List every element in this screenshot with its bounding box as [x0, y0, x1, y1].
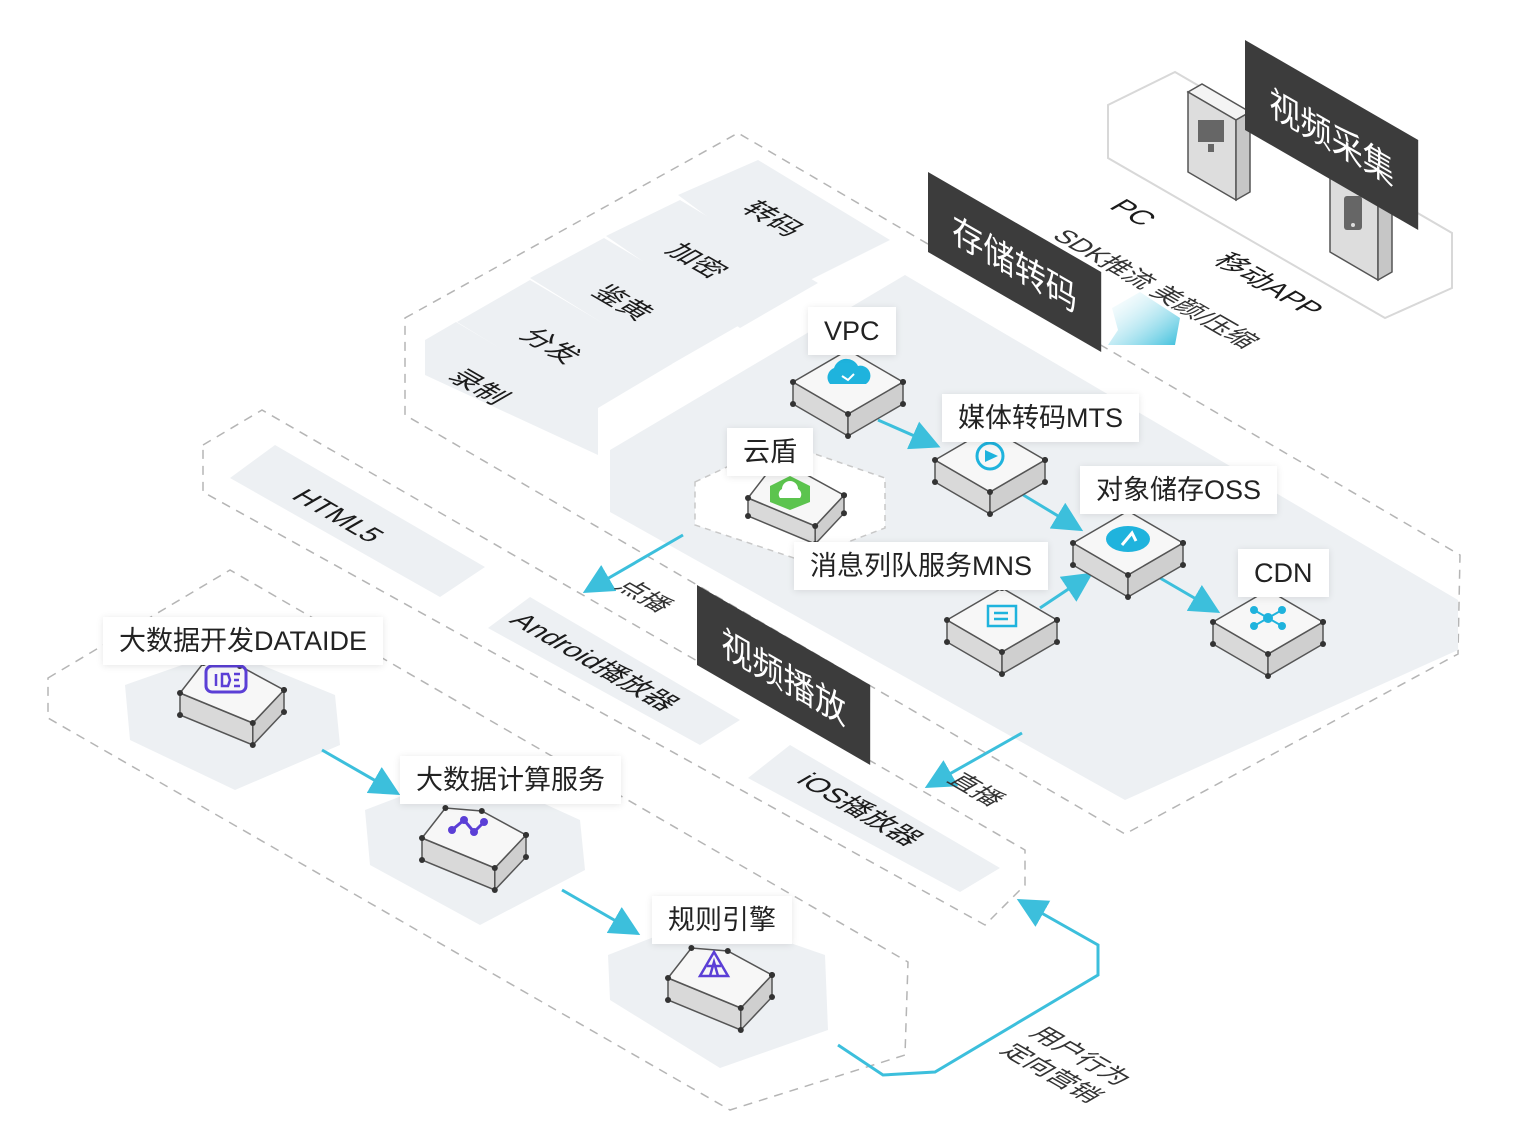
player-tile-html5 — [230, 445, 485, 597]
live-arrow — [924, 731, 1023, 788]
ide-icon — [204, 664, 248, 694]
sdk-push-arrow — [1108, 292, 1180, 345]
storage-cloud-icon — [1106, 526, 1150, 552]
cdn-node-label: CDN — [1238, 549, 1329, 598]
feature-tile-porn — [530, 238, 745, 365]
oss-to-cdn-arrow — [1159, 576, 1221, 614]
transcode-icon — [975, 441, 1005, 471]
player-tile-android — [488, 597, 740, 745]
rules-cube — [665, 945, 775, 1033]
player-tile-ios — [748, 745, 1000, 892]
dataide-node-label: 大数据开发DATAIDE — [103, 617, 384, 666]
compute-to-rules-arrow — [561, 888, 641, 935]
shield-node-label: 云盾 — [727, 428, 813, 477]
compute-cube — [419, 805, 529, 893]
feature-tile-distribute — [457, 280, 672, 408]
compute-icon — [448, 816, 488, 836]
vpc-node-label: VPC — [808, 307, 896, 356]
feature-tile-transcode — [678, 160, 890, 285]
dataide-to-compute-arrow — [321, 748, 401, 795]
feature-tile-record — [425, 322, 598, 455]
message-queue-icon — [986, 604, 1018, 628]
playback-section-border — [202, 409, 1026, 926]
feedback-arrow — [837, 899, 1100, 1077]
pc-device-box — [1186, 83, 1252, 202]
network-node-icon — [1250, 606, 1286, 630]
mts-node-label: 媒体转码MTS — [942, 394, 1139, 443]
vod-arrow — [582, 533, 684, 594]
mts-cube — [932, 425, 1048, 517]
rules-node-label: 规则引擎 — [652, 896, 792, 945]
vpc-to-mts-arrow — [877, 418, 941, 450]
cloud-shield-icon — [827, 358, 871, 384]
monitor-icon — [1198, 120, 1224, 142]
connectors-group — [321, 292, 1221, 1077]
cloud-shield-icon — [770, 476, 810, 510]
phone-icon — [1344, 196, 1362, 230]
rules-engine-icon — [697, 949, 731, 978]
mts-to-oss-arrow — [1019, 491, 1084, 532]
compute-node-label: 大数据计算服务 — [400, 756, 621, 805]
mns-node-label: 消息列队服务MNS — [794, 542, 1048, 591]
bigdata-section-border — [47, 569, 909, 1111]
feature-tile-encrypt — [606, 200, 818, 328]
storage-section-border — [404, 132, 1461, 835]
mns-to-oss-arrow — [1039, 572, 1093, 610]
cubes-group — [177, 347, 1326, 1033]
oss-node-label: 对象储存OSS — [1080, 466, 1278, 515]
